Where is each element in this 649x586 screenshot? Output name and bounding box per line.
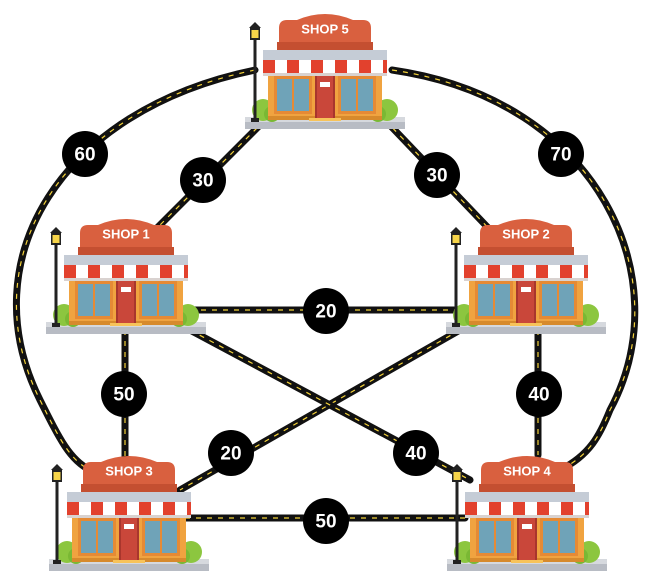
distance-label: 50	[113, 385, 134, 406]
shops-layer: SHOP 5 SHOP 1 SHOP 2 SHOP 3 SHOP 4	[45, 13, 608, 572]
distance-badge-s1-s3: 50	[101, 371, 147, 417]
distance-badge-s3-s4: 50	[303, 498, 349, 544]
distance-badge-s5-s1: 30	[180, 157, 226, 203]
distance-label: 20	[220, 444, 241, 465]
distance-badge-s1-s2: 20	[303, 288, 349, 334]
shop-label: SHOP 3	[105, 464, 152, 479]
distance-badges: 60 70 30 30 20 50 40 20	[62, 131, 584, 544]
distance-label: 60	[74, 145, 95, 166]
distance-label: 30	[426, 166, 447, 187]
shop-2: SHOP 2	[445, 218, 607, 335]
shop-label: SHOP 4	[503, 464, 551, 479]
distance-badge-s2-s4: 40	[516, 371, 562, 417]
distance-badge-s5-s2: 30	[414, 152, 460, 198]
road-s5-s4	[388, 66, 639, 474]
distance-label: 40	[405, 444, 426, 465]
road-s5-s3	[13, 66, 259, 474]
distance-label: 70	[550, 145, 571, 166]
shop-label: SHOP 2	[502, 227, 549, 242]
distance-label: 40	[528, 385, 549, 406]
distance-label: 20	[315, 302, 336, 323]
distance-label: 30	[192, 171, 213, 192]
distance-label: 50	[315, 512, 336, 533]
shop-label: SHOP 5	[301, 22, 348, 37]
distance-badge-s5-s3: 60	[62, 131, 108, 177]
distance-badge-s5-s4: 70	[538, 131, 584, 177]
shop-4: SHOP 4	[446, 455, 608, 572]
distance-badge-s1-s4: 40	[393, 430, 439, 476]
distance-badge-s2-s3: 20	[208, 430, 254, 476]
shop-3: SHOP 3	[48, 455, 210, 572]
shop-label: SHOP 1	[102, 227, 149, 242]
shop-1: SHOP 1	[45, 218, 207, 335]
shop-5: SHOP 5	[244, 13, 406, 130]
